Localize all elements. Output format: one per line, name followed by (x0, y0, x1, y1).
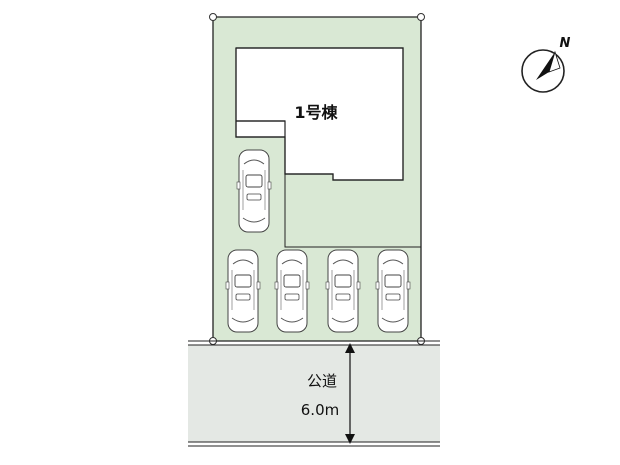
parking-car-3 (274, 249, 310, 333)
parking-car-1 (236, 149, 272, 233)
building-label: 1号棟 (294, 103, 338, 122)
compass-north-label: N (560, 36, 571, 51)
road-edges (188, 340, 440, 447)
yard-line (284, 174, 421, 248)
building-outline (235, 47, 404, 181)
north-compass-icon: N (521, 36, 571, 93)
road-width-label: 6.0m (301, 401, 339, 419)
road-name-label: 公道 (307, 372, 337, 390)
parking-car-2 (225, 249, 261, 333)
parking-car-4 (325, 249, 361, 333)
road-width-dimension (345, 343, 355, 444)
road (188, 345, 440, 442)
parking-car-5 (375, 249, 411, 333)
